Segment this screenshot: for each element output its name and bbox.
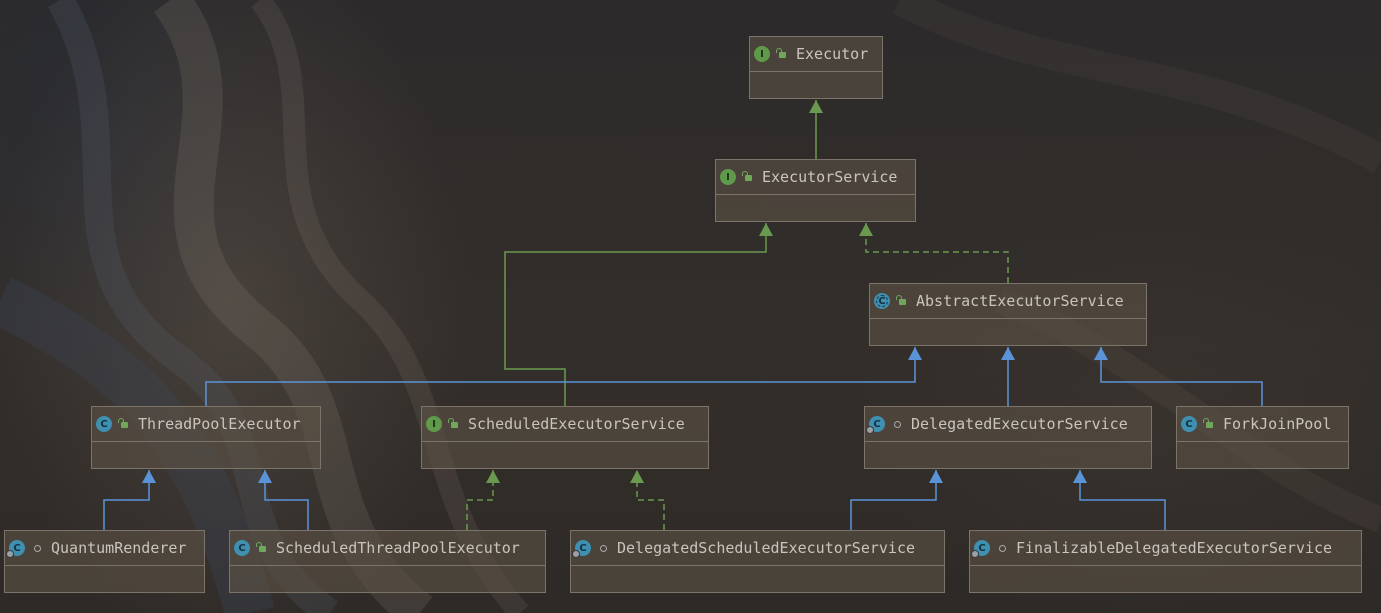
public-visibility-icon xyxy=(118,418,130,430)
interface-icon: I xyxy=(426,416,442,432)
node-label: FinalizableDelegatedExecutorService xyxy=(1016,539,1333,557)
node-abstract-executor-service[interactable]: C AbstractExecutorService xyxy=(869,283,1147,346)
public-visibility-icon xyxy=(448,418,460,430)
edge-thread-pool-executor-to-abstract-executor-service xyxy=(205,347,922,406)
node-label: ExecutorService xyxy=(762,168,898,186)
interface-icon: I xyxy=(754,46,770,62)
node-finalizable-delegated-executor-service[interactable]: C FinalizableDelegatedExecutorService xyxy=(969,530,1362,593)
node-label: ThreadPoolExecutor xyxy=(138,415,301,433)
node-executor-service[interactable]: I ExecutorService xyxy=(715,159,916,222)
class-icon: C xyxy=(96,416,112,432)
public-visibility-icon xyxy=(256,542,268,554)
node-quantum-renderer[interactable]: C QuantumRenderer xyxy=(4,530,205,593)
static-marker-icon xyxy=(866,426,874,434)
node-body xyxy=(970,565,1361,592)
node-delegated-scheduled-executor-service[interactable]: C DelegatedScheduledExecutorService xyxy=(570,530,945,593)
class-icon: C xyxy=(1181,416,1197,432)
edge-executor-service-to-executor xyxy=(809,100,823,159)
node-scheduled-thread-pool-executor[interactable]: C ScheduledThreadPoolExecutor xyxy=(229,530,546,593)
node-body xyxy=(92,441,320,468)
edge-scheduled-thread-pool-executor-to-scheduled-executor-service xyxy=(466,470,500,530)
node-label: DelegatedExecutorService xyxy=(911,415,1128,433)
arrowhead xyxy=(486,470,500,483)
arrowhead xyxy=(1073,470,1087,483)
node-body xyxy=(750,71,882,98)
node-body xyxy=(230,565,545,592)
class-icon: C xyxy=(234,540,250,556)
node-label: QuantumRenderer xyxy=(51,539,187,557)
node-executor[interactable]: I Executor xyxy=(749,36,883,99)
node-thread-pool-executor[interactable]: C ThreadPoolExecutor xyxy=(91,406,321,469)
node-scheduled-executor-service[interactable]: I ScheduledExecutorService xyxy=(421,406,709,469)
edge-fork-join-pool-to-abstract-executor-service xyxy=(1094,347,1263,406)
class-icon: C xyxy=(971,540,990,558)
static-marker-icon xyxy=(971,550,979,558)
node-label: ScheduledExecutorService xyxy=(468,415,685,433)
public-visibility-icon xyxy=(1203,418,1215,430)
edge-scheduled-executor-service-to-executor-service xyxy=(504,223,773,406)
package-visibility-icon xyxy=(597,542,609,554)
arrowhead xyxy=(929,470,943,483)
package-visibility-icon xyxy=(996,542,1008,554)
public-visibility-icon xyxy=(896,295,908,307)
edge-abstract-executor-service-to-executor-service xyxy=(859,223,1009,283)
edge-delegated-scheduled-executor-service-to-scheduled-executor-service xyxy=(630,470,665,530)
node-body xyxy=(1177,441,1348,468)
edge-delegated-executor-service-to-abstract-executor-service xyxy=(1001,347,1015,406)
node-label: Executor xyxy=(796,45,869,63)
node-label: ScheduledThreadPoolExecutor xyxy=(276,539,520,557)
abstract-class-icon: C xyxy=(874,293,890,309)
class-icon: C xyxy=(866,416,885,434)
arrowhead xyxy=(859,223,873,236)
interface-icon: I xyxy=(720,169,736,185)
arrowhead xyxy=(630,470,644,483)
node-delegated-executor-service[interactable]: C DelegatedExecutorService xyxy=(864,406,1152,469)
arrowhead xyxy=(759,223,773,236)
node-body xyxy=(870,318,1146,345)
package-visibility-icon xyxy=(891,418,903,430)
edge-finalizable-delegated-executor-service-to-delegated-executor-service xyxy=(1073,470,1166,530)
class-icon: C xyxy=(572,540,591,558)
edge-scheduled-thread-pool-executor-to-thread-pool-executor xyxy=(258,470,309,530)
node-body xyxy=(571,565,944,592)
static-marker-icon xyxy=(572,550,580,558)
arrowhead xyxy=(1001,347,1015,360)
node-label: ForkJoinPool xyxy=(1223,415,1332,433)
node-label: DelegatedScheduledExecutorService xyxy=(617,539,916,557)
arrowhead xyxy=(258,470,272,483)
node-label: AbstractExecutorService xyxy=(916,292,1124,310)
arrowhead xyxy=(809,100,823,113)
node-body xyxy=(865,441,1151,468)
edge-quantum-renderer-to-thread-pool-executor xyxy=(103,470,156,530)
node-body xyxy=(5,565,204,592)
edge-delegated-scheduled-executor-service-to-delegated-executor-service xyxy=(850,470,943,530)
public-visibility-icon xyxy=(776,48,788,60)
class-icon: C xyxy=(6,540,25,558)
public-visibility-icon xyxy=(742,171,754,183)
package-visibility-icon xyxy=(31,542,43,554)
arrowhead xyxy=(1094,347,1108,360)
node-body xyxy=(716,194,915,221)
arrowhead xyxy=(142,470,156,483)
final-marker-icon xyxy=(6,550,14,558)
node-fork-join-pool[interactable]: C ForkJoinPool xyxy=(1176,406,1349,469)
arrowhead xyxy=(908,347,922,360)
node-body xyxy=(422,441,708,468)
